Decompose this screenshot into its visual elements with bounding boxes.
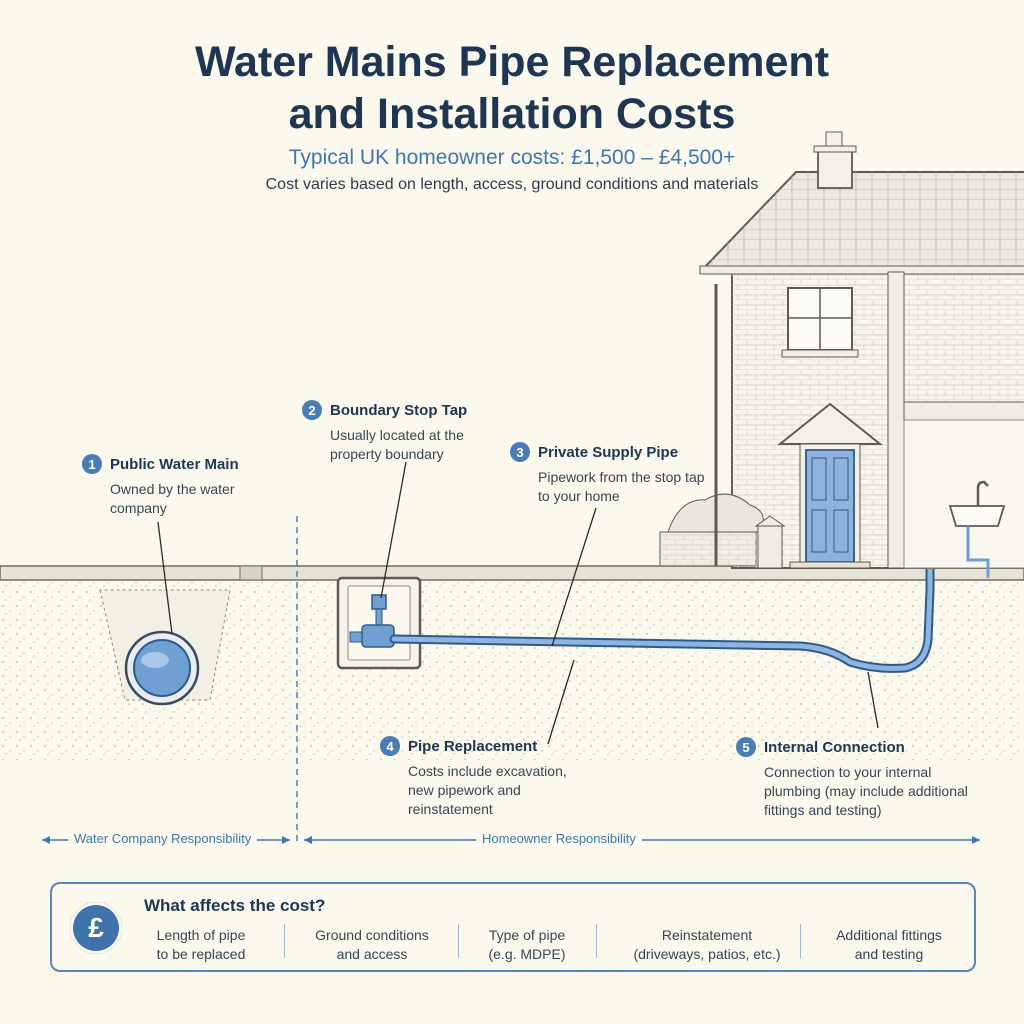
- front-door: [805, 449, 855, 563]
- cost-factor-line: Reinstatement: [661, 927, 753, 943]
- divider: [596, 924, 597, 958]
- cost-factor-line: to be replaced: [156, 946, 246, 962]
- callout-desc-line: plumbing (may include additional: [764, 783, 968, 799]
- callout-desc-line: fittings and testing): [764, 802, 882, 818]
- sink: [948, 480, 1006, 578]
- water-main-trench: [99, 589, 231, 706]
- cost-factor-item: Additional fittings and testing: [814, 926, 964, 964]
- cost-factor-line: and testing: [854, 946, 924, 962]
- callout-pipe-replacement: 4 Pipe Replacement Costs include excavati…: [380, 736, 620, 819]
- callout-title: Boundary Stop Tap: [330, 401, 468, 419]
- cost-factors-heading: What affects the cost?: [144, 896, 326, 915]
- house: [659, 131, 1024, 569]
- cost-factor-item: Ground conditions and access: [302, 926, 442, 964]
- callout-desc-line: Usually located at the: [330, 427, 464, 443]
- cost-factor-item: Length of pipe to be replaced: [138, 926, 264, 964]
- divider: [800, 924, 801, 958]
- cost-factor-item: Type of pipe (e.g. MDPE): [472, 926, 582, 964]
- callout-desc-line: to your home: [538, 488, 620, 504]
- cost-factor-line: Additional fittings: [836, 927, 942, 943]
- callout-desc-line: Pipework from the stop tap: [538, 469, 705, 485]
- homeowner-responsibility-label: Homeowner Responsibility: [476, 831, 642, 846]
- callout-desc-line: company: [110, 500, 167, 516]
- callout-title: Pipe Replacement: [408, 737, 538, 755]
- callout-desc-line: Costs include excavation,: [408, 763, 567, 779]
- title-line-2: and Installation Costs: [288, 90, 736, 138]
- callout-boundary-stop-tap: 2 Boundary Stop Tap Usually located at th…: [302, 400, 542, 464]
- callout-title: Public Water Main: [110, 455, 239, 473]
- callout-title: Private Supply Pipe: [538, 443, 679, 461]
- title-line-1: Water Mains Pipe Replacement: [194, 38, 830, 86]
- callout-number-4: 4: [380, 736, 400, 756]
- cost-factor-line: (driveways, patios, etc.): [633, 946, 781, 962]
- callout-desc-line: Owned by the water: [110, 481, 235, 497]
- callout-number-2: 2: [302, 400, 322, 420]
- callout-private-supply-pipe: 3 Private Supply Pipe Pipework from the s…: [510, 442, 750, 506]
- cost-factor-line: and access: [336, 946, 408, 962]
- page-title: Water Mains Pipe Replacement and Install…: [0, 36, 1024, 140]
- callout-internal-connection: 5 Internal Connection Connection to your …: [736, 737, 996, 820]
- callout-desc-line: property boundary: [330, 446, 444, 462]
- divider: [458, 924, 459, 958]
- stop-tap-chamber: [336, 576, 422, 670]
- cost-factor-item: Reinstatement (driveways, patios, etc.): [612, 926, 802, 964]
- cost-factors-panel: £ What affects the cost? Length of pipe …: [50, 882, 976, 972]
- water-company-responsibility-label: Water Company Responsibility: [68, 831, 258, 846]
- cost-range-subtitle: Typical UK homeowner costs: £1,500 – £4,…: [288, 146, 736, 169]
- callout-desc-line: reinstatement: [408, 801, 493, 817]
- callout-number-5: 5: [736, 737, 756, 757]
- callout-desc-line: Connection to your internal: [764, 764, 932, 780]
- callout-number-1: 1: [82, 454, 102, 474]
- callout-number-3: 3: [510, 442, 530, 462]
- cost-factor-line: Ground conditions: [315, 927, 429, 943]
- callout-desc-line: new pipework and: [408, 782, 521, 798]
- callout-leader-lines: [157, 461, 879, 745]
- divider: [284, 924, 285, 958]
- callout-public-water-main: 1 Public Water Main Owned by the water com…: [82, 454, 322, 518]
- cost-factor-line: (e.g. MDPE): [488, 946, 566, 962]
- callout-title: Internal Connection: [764, 738, 905, 756]
- cost-factor-line: Type of pipe: [488, 927, 566, 943]
- cost-tagline: Cost varies based on length, access, gro…: [265, 176, 759, 193]
- cost-factor-line: Length of pipe: [156, 927, 246, 943]
- pound-coin-icon: £: [70, 902, 122, 954]
